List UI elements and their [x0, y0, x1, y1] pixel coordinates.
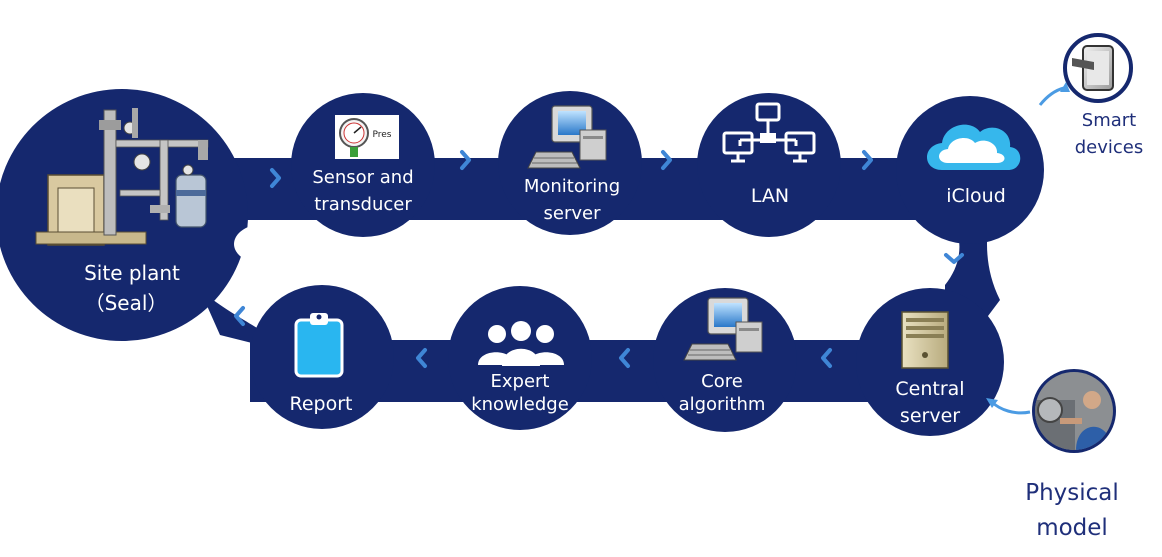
chevron-right-icon [661, 150, 672, 170]
industrial-seal-equipment-icon [35, 108, 209, 246]
physical-model-arrow [990, 400, 1031, 415]
gauge-tag: Pres [373, 130, 392, 140]
smart-devices-node [1063, 33, 1133, 103]
computer-workstation-icon [683, 297, 763, 361]
chevron-left-icon [416, 348, 427, 368]
tablet-icon [1072, 45, 1114, 91]
physical-sublabel: model [1036, 515, 1108, 541]
chevron-left-icon [234, 306, 245, 326]
site-plant-label: Site plant [84, 261, 180, 285]
monitoring-label: Monitoring [524, 176, 620, 197]
core-label: Core [701, 371, 743, 392]
site-plant-sublabel: （Seal） [85, 291, 168, 315]
smart-devices-arrow [1038, 86, 1065, 106]
smart-sublabel: devices [1075, 137, 1144, 158]
chevron-right-icon [270, 168, 281, 188]
report-label: Report [290, 393, 353, 415]
chevron-right-icon [862, 150, 873, 170]
pressure-gauge-icon: Pres [335, 115, 399, 159]
chevron-down-icon [944, 253, 964, 264]
lan-label: LAN [751, 185, 789, 207]
chevron-left-icon [821, 348, 832, 368]
left-turn-band [200, 290, 260, 345]
lan-node [697, 93, 841, 237]
smart-label: Smart [1082, 110, 1136, 131]
central-label: Central [895, 378, 964, 400]
core-sublabel: algorithm [679, 394, 766, 415]
physical-label: Physical [1025, 480, 1119, 506]
icloud-label: iCloud [946, 185, 1006, 207]
chevron-left-icon [619, 348, 630, 368]
physical-model-node [1032, 369, 1116, 453]
central-sublabel: server [900, 405, 960, 427]
cloud-icon [927, 124, 1021, 170]
site-plant-node [0, 89, 248, 341]
sensor-node [291, 93, 435, 237]
people-group-icon [478, 321, 564, 366]
sensor-label: Sensor and [312, 167, 413, 188]
chevron-right-icon [460, 150, 471, 170]
expert-sublabel: knowledge [471, 394, 569, 415]
computer-workstation-icon [527, 105, 607, 169]
network-icon [722, 102, 816, 163]
monitoring-sublabel: server [544, 203, 602, 224]
sensor-sublabel: transducer [314, 194, 412, 215]
clipboard-icon [294, 313, 344, 378]
expert-label: Expert [491, 371, 550, 392]
server-tower-icon [901, 311, 949, 369]
flow-chevrons [234, 150, 964, 368]
